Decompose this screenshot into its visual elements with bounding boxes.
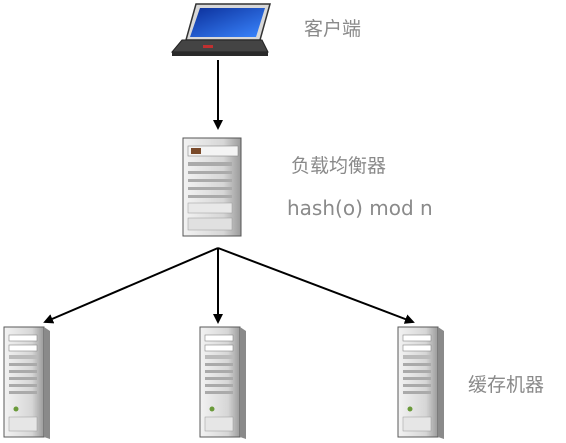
balancer-formula: hash(o) mod n (287, 196, 433, 220)
client-label: 客户端 (304, 18, 362, 40)
cache-server-left-icon (3, 326, 51, 440)
arrow-balancer-to-cache-left (43, 247, 219, 324)
arrow-balancer-to-cache-right (217, 247, 415, 324)
cache-label: 缓存机器 (468, 374, 545, 396)
cache-server-right-icon (397, 326, 445, 440)
cache-server-middle-icon (199, 326, 247, 440)
balancer-label: 负载均衡器 (291, 155, 387, 177)
laptop-icon (170, 3, 271, 56)
server-tower-icon (182, 137, 242, 237)
